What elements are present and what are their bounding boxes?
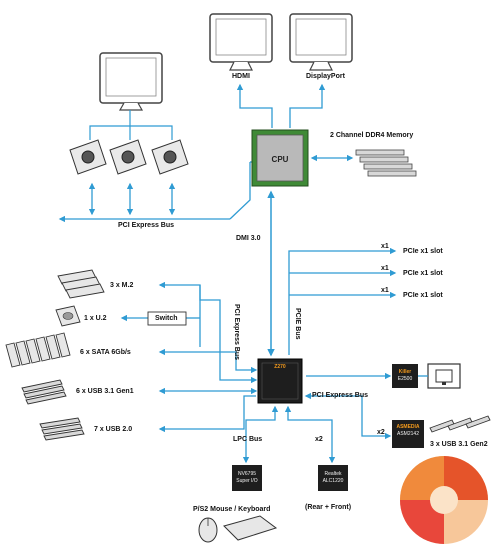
lan-chip xyxy=(392,364,418,388)
switch-label: Switch xyxy=(155,315,178,322)
mouse-icon xyxy=(198,517,218,543)
monitor-icon xyxy=(209,13,273,71)
asmedia-line1: ASMEDIA xyxy=(396,424,420,430)
audio-chip xyxy=(318,465,348,491)
usb31-gen2-icon xyxy=(429,415,491,433)
pcie-slot-count: x1 xyxy=(381,287,389,294)
usb20-icon xyxy=(39,417,85,441)
u2-drive-icon xyxy=(55,305,81,327)
cpu-label: CPU xyxy=(271,155,289,164)
lan-chip-line2: E2500 xyxy=(397,376,413,382)
pch-label: Z270 xyxy=(274,364,286,370)
displayport-label: DisplayPort xyxy=(306,73,345,80)
ps2-label: P/S2 Mouse / Keyboard xyxy=(193,506,271,513)
ethernet-port-icon xyxy=(427,363,461,389)
usb20-label: 7 x USB 2.0 xyxy=(94,426,133,433)
audio-line1: Realtek xyxy=(324,471,342,477)
graphics-card-icon xyxy=(151,139,189,175)
keyboard-icon xyxy=(223,515,278,541)
pcie-slot-label: PCIe x1 slot xyxy=(403,270,443,277)
usb31-gen2-label: 3 x USB 3.1 Gen2 xyxy=(430,441,488,448)
sata-label: 6 x SATA 6Gb/s xyxy=(80,349,131,356)
gpu-to-monitor-lines xyxy=(89,110,173,140)
graphics-card-icon xyxy=(109,139,147,175)
audio-line2: ALC1220 xyxy=(322,478,344,484)
superio-line2: Super I/O xyxy=(236,478,258,484)
sata-drive-icon xyxy=(5,332,71,368)
pci-express-bus-right xyxy=(304,392,392,440)
pcie-slot-label: PCIe x1 slot xyxy=(403,248,443,255)
display-connectors xyxy=(236,83,326,128)
usb31-gen1-icon xyxy=(21,379,67,405)
asmedia-line2: ASM2142 xyxy=(397,431,419,437)
dmi-label: DMI 3.0 xyxy=(236,235,261,242)
lan-chip-line1: Killer xyxy=(398,369,412,375)
pci-express-bus-top xyxy=(58,158,262,223)
memory-label: 2 Channel DDR4 Memory xyxy=(330,132,414,139)
u2-label: 1 x U.2 xyxy=(84,315,107,322)
pci-express-bus-vertical-label: PCI Express Bus xyxy=(233,304,240,361)
audio-label: (Rear + Front) xyxy=(305,504,352,511)
pch-chip xyxy=(257,358,303,404)
asmedia-chip xyxy=(392,420,424,448)
pcie-slot-count: x1 xyxy=(381,265,389,272)
pci-express-bus-top-label: PCI Express Bus xyxy=(118,222,175,229)
superio-chip xyxy=(232,465,262,491)
lpc-bus-label: LPC Bus xyxy=(233,436,263,443)
switch-box xyxy=(147,311,187,326)
pcie-slot-links xyxy=(288,247,397,355)
cpu-chip xyxy=(251,129,309,187)
decorative-swirl-icon xyxy=(400,456,488,544)
monitor-icon xyxy=(99,52,163,111)
lower-links xyxy=(242,405,336,464)
hdmi-label: HDMI xyxy=(232,73,250,80)
superio-line1: NV6795 xyxy=(237,471,257,477)
pci-express-bus-right-label: PCI Express Bus xyxy=(312,392,369,399)
graphics-card-icon xyxy=(69,139,107,175)
asmedia-link-label: x2 xyxy=(377,429,385,436)
memory-module-icon xyxy=(355,149,417,177)
pcie-slot-count: x1 xyxy=(381,243,389,250)
pcie-bus-vertical-label: PCIE Bus xyxy=(294,308,301,340)
m2-label: 3 x M.2 xyxy=(110,282,134,289)
monitor-icon xyxy=(289,13,353,71)
usb31-gen1-label: 6 x USB 3.1 Gen1 xyxy=(76,388,134,395)
pcie-slot-label: PCIe x1 slot xyxy=(403,292,443,299)
audio-link-label: x2 xyxy=(315,436,323,443)
m2-drive-icon xyxy=(57,269,105,299)
